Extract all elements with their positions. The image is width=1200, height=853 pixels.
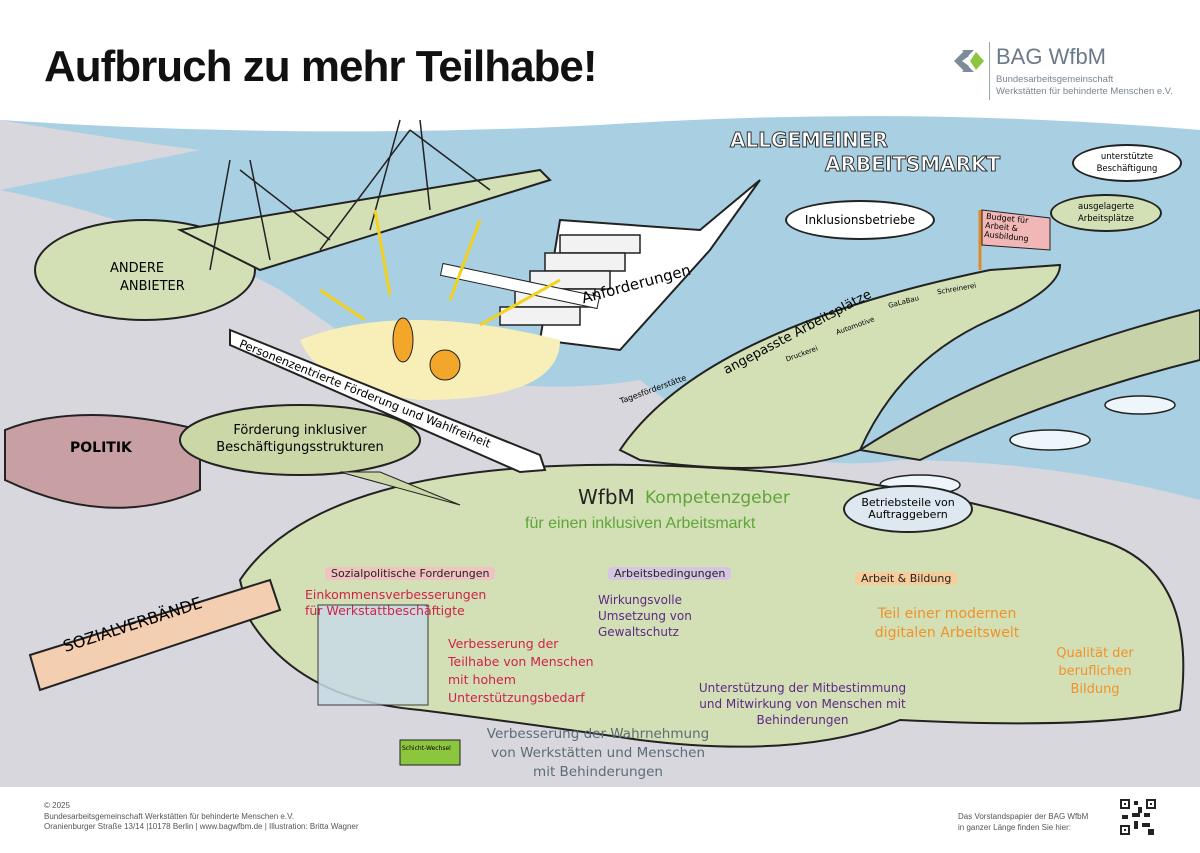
logo-name: BAG WfbM: [996, 44, 1107, 69]
footer-imprint: © 2025 Bundesarbeitsgemeinschaft Werkstä…: [44, 801, 359, 833]
logo-mark-icon: [954, 50, 984, 72]
glass-screen: [317, 604, 429, 706]
barrier: [439, 262, 601, 310]
speech-bubble: [179, 404, 421, 476]
qr-code-icon[interactable]: [1120, 799, 1156, 835]
label-line: ALLGEMEINER: [729, 128, 888, 153]
mitbestimmung-text: Unterstützung der Mitbestimmung und Mitw…: [698, 681, 907, 727]
label-line: ANBIETER: [120, 279, 185, 294]
logo-sub-line2: Werkstätten für behinderte Menschen e.V.: [996, 86, 1173, 97]
page-title: Aufbruch zu mehr Teilhabe!: [44, 42, 598, 91]
betriebsteile-bubble: Betriebsteile von Auftraggebern: [843, 485, 973, 533]
bridge-left: [176, 168, 552, 272]
logo-sub-line1: Bundesarbeitsgemeinschaft: [996, 74, 1114, 85]
inklusiver-arbeitsmarkt-label: für einen inklusiven Arbeitsmarkt: [525, 515, 756, 532]
island-andere-anbieter: [34, 219, 256, 321]
sozialverbaende-sign: [28, 578, 282, 692]
label-line: ARBEITSMARKT: [824, 152, 1001, 177]
copyright: © 2025: [44, 801, 70, 810]
counter-desk: [399, 739, 461, 766]
footer: © 2025 Bundesarbeitsgemeinschaft Werkstä…: [0, 787, 1200, 853]
qr-caption-line: in ganzer Länge finden Sie hier:: [958, 822, 1071, 832]
counter-label: Schicht-Wechsel: [402, 745, 451, 752]
sozialpolitische-heading: Sozialpolitische Forderungen: [325, 567, 496, 580]
landscape-drawing: [0, 116, 1200, 790]
politik-label: POLITIK: [70, 440, 132, 456]
ausgelagerte-arbeitsplaetze-bubble: ausgelagerte Arbeitsplätze: [1050, 194, 1162, 232]
gewaltschutz-text: Wirkungsvolle Umsetzung von Gewaltschutz: [598, 593, 692, 639]
arbeitsbedingungen-heading: Arbeitsbedingungen: [608, 567, 732, 580]
label-line: ANDERE: [110, 261, 165, 276]
speech-bubble-text: Förderung inklusiver Beschäftigungsstruk…: [216, 423, 384, 455]
bridge-right: [618, 263, 1062, 469]
kompetenzgeber-label: Kompetenzgeber: [645, 488, 790, 508]
spotlight-area: [300, 320, 560, 400]
berufliche-bildung-text: Qualität der beruflichen Bildung: [1056, 646, 1134, 697]
footer-address[interactable]: Oranienburger Straße 13/14 |10178 Berlin…: [44, 822, 359, 831]
signpost-arrow: [229, 328, 547, 474]
einkommen-text: Einkommensverbesserungen für Werkstattbe…: [305, 587, 487, 618]
wahrnehmung-text: Verbesserung der Wahrnehmung von Werkstä…: [486, 726, 710, 780]
unterstuetzte-beschaeftigung-bubble: unterstützte Beschäftigung: [1072, 144, 1182, 182]
qr-caption-line: Das Vorstandspapier der BAG WfbM: [958, 812, 1089, 821]
inklusionsbetriebe-bubble: Inklusionsbetriebe: [785, 200, 935, 240]
arbeit-bildung-heading: Arbeit & Bildung: [855, 572, 958, 585]
footer-org: Bundesarbeitsgemeinschaft Werkstätten fü…: [44, 811, 294, 821]
wfbm-label: WfbM: [578, 485, 635, 509]
digitale-arbeitswelt-text: Teil einer modernen digitalen Arbeitswel…: [874, 606, 1020, 641]
politik-arena: [4, 414, 201, 509]
qr-caption: Das Vorstandspapier der BAG WfbM in ganz…: [958, 812, 1088, 833]
logo-divider: [989, 42, 990, 100]
andere-anbieter-label: ANDERE ANBIETER: [110, 260, 185, 296]
teilhabe-text: Verbesserung der Teilhabe von Menschen m…: [448, 636, 594, 705]
wfbm-island: [238, 463, 1185, 748]
